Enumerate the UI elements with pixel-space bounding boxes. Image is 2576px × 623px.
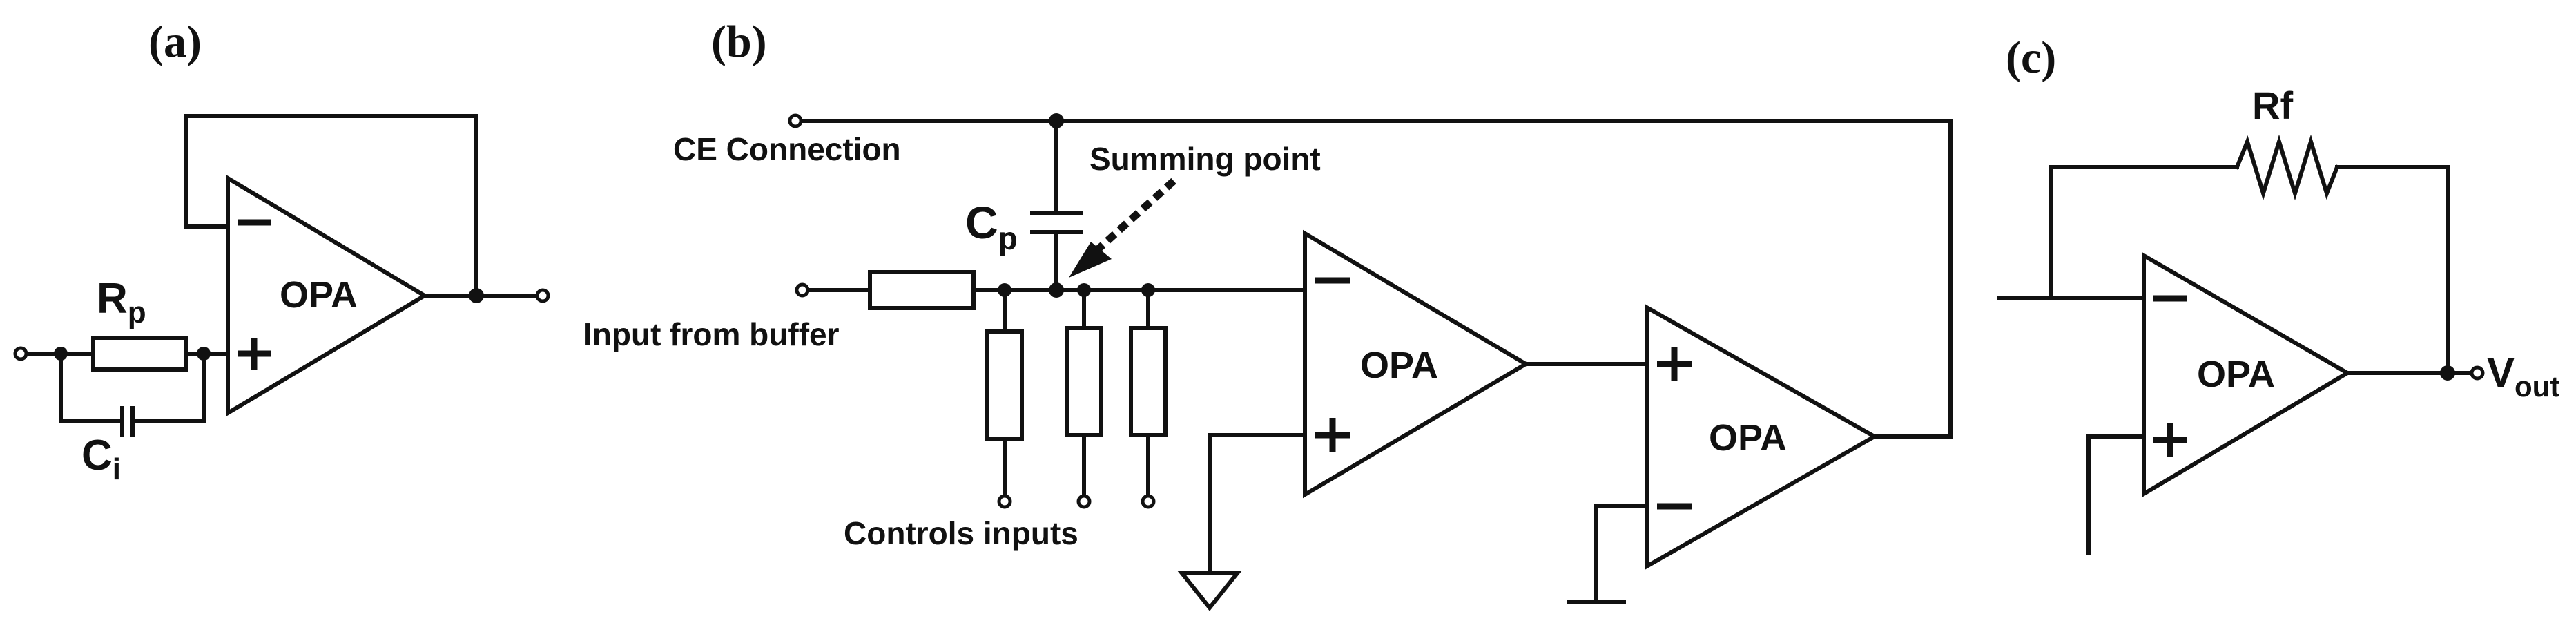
summing-point-arrow-shaft — [1087, 178, 1176, 260]
input-from-buffer-label: Input from buffer — [583, 316, 840, 352]
control-terminal-2 — [1076, 494, 1092, 509]
panel-label-a: (a) — [148, 17, 202, 67]
resistor-label-rp-sub: p — [128, 296, 146, 329]
opamp-c — [2142, 251, 2352, 498]
panel-label-b: (b) — [711, 17, 767, 67]
output-node-a — [469, 288, 484, 303]
controls-inputs-label: Controls inputs — [844, 515, 1078, 551]
output-terminal-c — [2470, 365, 2485, 381]
resistor-rp — [91, 336, 188, 372]
panel-label-c: (c) — [2006, 32, 2056, 83]
resistor-rf — [2234, 134, 2340, 201]
input-resistor-b — [868, 270, 976, 310]
summing-point-arrow-head — [1069, 242, 1112, 278]
ce-connection-terminal — [788, 113, 803, 128]
control-resistor-1 — [985, 329, 1024, 441]
resistor-label-rp: Rp — [97, 275, 146, 329]
opamp-label-b1: OPA — [1360, 345, 1438, 386]
summing-node-cp — [1049, 282, 1064, 298]
capacitor-label-cp-main: C — [965, 197, 998, 248]
vout-label-sub: out — [2515, 370, 2559, 403]
capacitor-label-ci-main: C — [81, 432, 113, 479]
opamp-b2 — [1645, 303, 1879, 571]
summing-point-label: Summing point — [1090, 141, 1321, 177]
capacitor-label-cp-sub: p — [998, 220, 1018, 256]
feedback-wire-a — [184, 114, 478, 298]
ground-wire-b1 — [1208, 433, 1307, 575]
opamp-label-a: OPA — [280, 274, 358, 316]
ce-connection-label: CE Connection — [673, 131, 901, 167]
vout-label: Vout — [2487, 349, 2559, 403]
capacitor-wire-left-a — [59, 352, 124, 423]
panel-b: (b) CE Connection Cp Summing point Input… — [583, 17, 1953, 611]
capacitor-label-ci-sub: i — [113, 452, 121, 486]
buffer-input-terminal — [795, 282, 810, 298]
control-terminal-3 — [1141, 494, 1156, 509]
control-resistor-3 — [1129, 326, 1168, 437]
rf-label: Rf — [2252, 84, 2293, 127]
resistor-label-rp-main: R — [97, 275, 128, 323]
output-terminal-a — [535, 288, 550, 303]
opamp-b1 — [1303, 229, 1530, 499]
panel-a: (a) OPA Rp Ci — [13, 17, 550, 486]
control-resistor-2 — [1065, 326, 1103, 437]
panel-c: (c) Rf OPA Vout — [1997, 32, 2559, 555]
rf-wire-right — [2335, 165, 2450, 375]
opamp-label-b2: OPA — [1709, 417, 1787, 459]
output-node-c — [2440, 365, 2455, 381]
capacitor-label-cp: Cp — [965, 197, 1018, 256]
ground-wire-b2 — [1594, 504, 1649, 604]
feedback-wire-b — [1872, 119, 1953, 439]
rf-wire-left — [2049, 165, 2239, 300]
capacitor-label-ci: Ci — [81, 432, 121, 486]
vout-label-main: V — [2487, 349, 2515, 396]
input-terminal-a — [13, 346, 28, 361]
ground-symbol-b1 — [1177, 571, 1242, 611]
capacitor-wire-right-a — [130, 352, 206, 423]
noninverting-input-wire-c — [2086, 434, 2146, 555]
control-terminal-1 — [997, 494, 1012, 509]
opamp-label-c: OPA — [2197, 354, 2275, 395]
opamp-a — [226, 174, 429, 417]
